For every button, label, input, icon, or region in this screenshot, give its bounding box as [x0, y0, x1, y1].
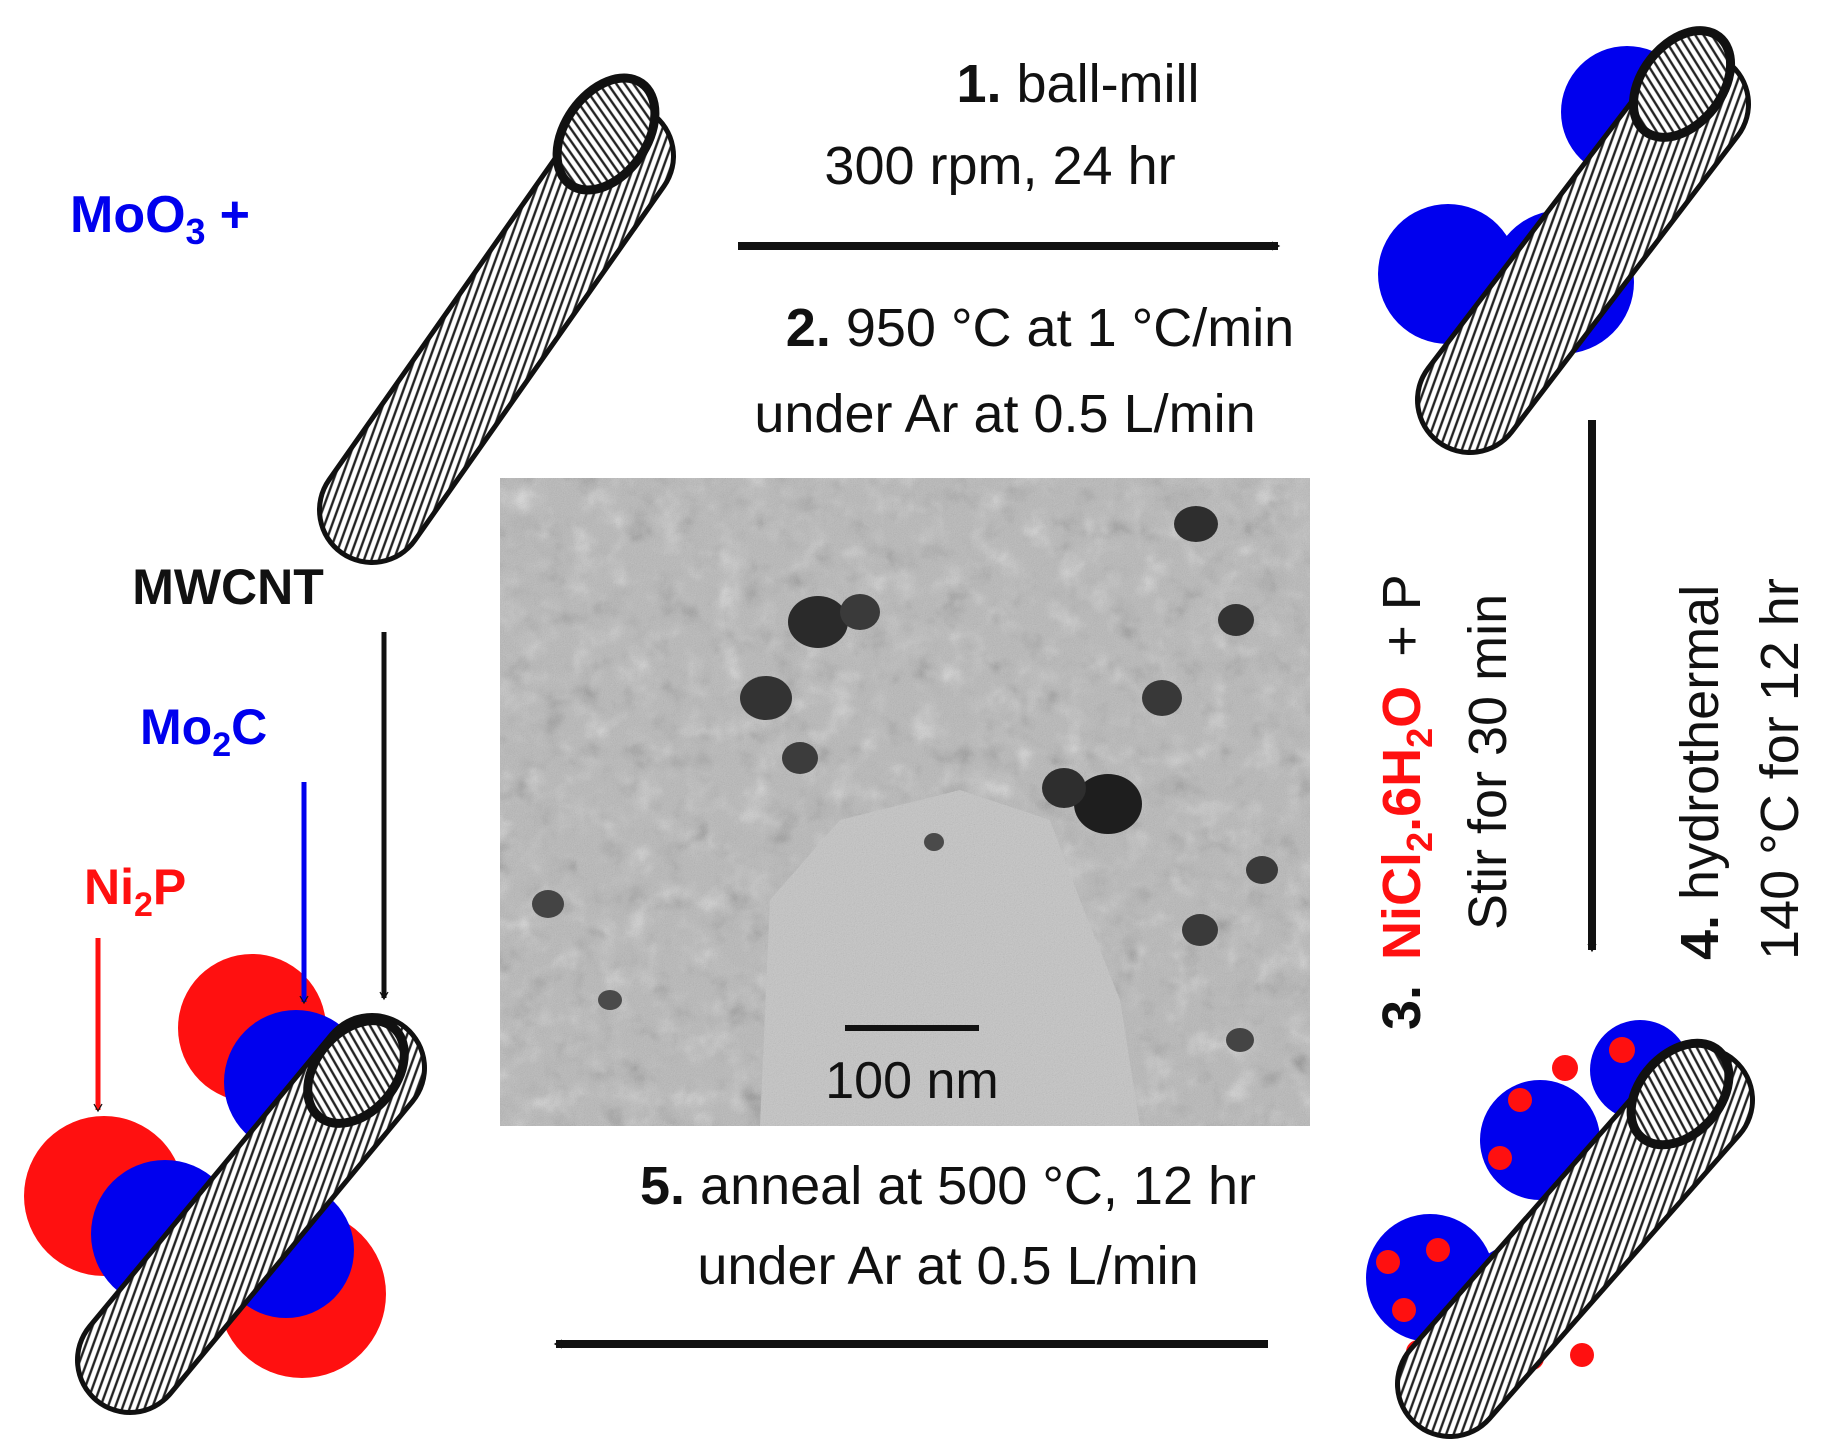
step-1-2: 1. ball-mill 300 rpm, 24 hr 2. 950 °C at…: [738, 54, 1294, 444]
mo2c-coated-tube: [1378, 26, 1751, 455]
svg-text:Stir for 30 min: Stir for 30 min: [1458, 594, 1518, 930]
svg-text:under Ar at 0.5 L/min: under Ar at 0.5 L/min: [697, 1236, 1198, 1296]
mwcnt-label: MWCNT: [132, 559, 389, 1001]
final-composite-tube: [24, 954, 427, 1415]
precursor-coated-tube: [1366, 1020, 1755, 1439]
step-4: 4. hydrothermal 140 °C for 12 hr: [1670, 578, 1810, 960]
svg-text:1. ball-mill: 1. ball-mill: [956, 54, 1199, 114]
svg-text:MoO3+: MoO3+: [70, 186, 250, 252]
svg-text:Mo2C: Mo2C: [140, 699, 267, 764]
svg-text:MWCNT: MWCNT: [132, 559, 324, 615]
tem-micrograph: 100 nm: [500, 478, 1310, 1126]
svg-text:under Ar at 0.5 L/min: under Ar at 0.5 L/min: [754, 384, 1255, 444]
moo3-label: MoO3+: [70, 186, 250, 252]
svg-text:5. anneal at 500 °C, 12 hr: 5. anneal at 500 °C, 12 hr: [640, 1156, 1256, 1216]
svg-text:300 rpm, 24 hr: 300 rpm, 24 hr: [824, 136, 1175, 196]
svg-text:2. 950 °C at 1 °C/min: 2. 950 °C at 1 °C/min: [786, 298, 1294, 358]
mo2c-label: Mo2C: [140, 699, 309, 1005]
mwcnt-tube-start: [317, 73, 676, 565]
step-5: 5. anneal at 500 °C, 12 hr under Ar at 0…: [553, 1156, 1268, 1349]
svg-text:Ni2P: Ni2P: [84, 859, 186, 924]
step-3: 3. NiCl2.6H2O + P Stir for 30 min: [1372, 574, 1518, 1030]
ni2p-label: Ni2P: [84, 859, 186, 1113]
svg-text:4. hydrothermal: 4. hydrothermal: [1670, 585, 1730, 960]
svg-text:140 °C for 12 hr: 140 °C for 12 hr: [1750, 578, 1810, 960]
svg-text:3. NiCl2.6H2O + P: 3. NiCl2.6H2O + P: [1372, 574, 1440, 1030]
scale-bar-label: 100 nm: [825, 1052, 998, 1110]
